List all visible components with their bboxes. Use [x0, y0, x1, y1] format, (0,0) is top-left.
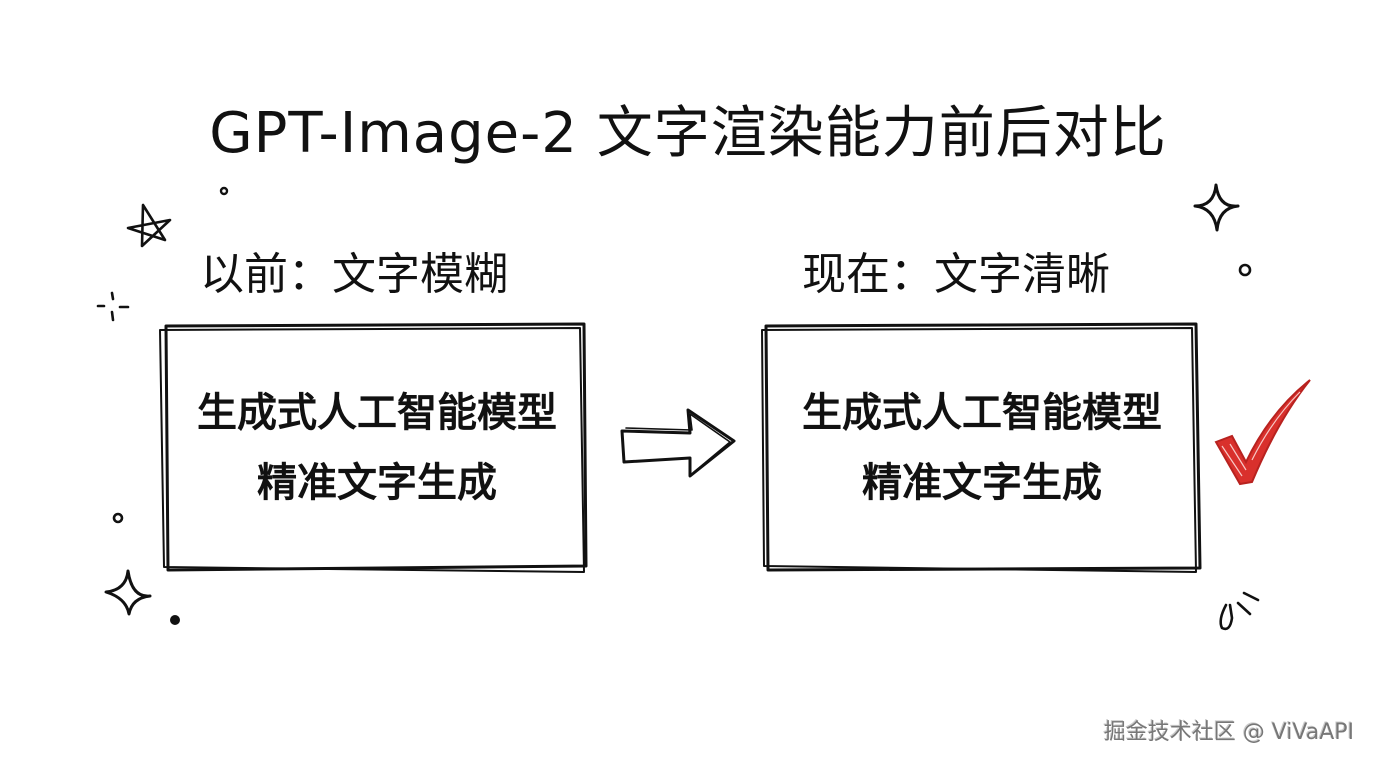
before-line-1: 生成式人工智能模型 — [197, 390, 557, 436]
motion-lines-icon — [1219, 591, 1260, 631]
before-line-2: 精准文字生成 — [257, 460, 497, 506]
after-box-text: 生成式人工智能模型 精准文字生成 — [768, 378, 1196, 518]
dot-icon — [219, 186, 229, 196]
star-icon — [126, 203, 172, 248]
page-title: GPT-Image-2 文字渲染能力前后对比 — [209, 101, 1167, 166]
dot-icon — [170, 615, 180, 625]
sparkle-icon — [1193, 183, 1240, 232]
sparkle-icon — [104, 569, 152, 616]
checkmark-icon — [1214, 379, 1311, 486]
circle-icon — [112, 512, 124, 524]
before-box-text: 生成式人工智能模型 精准文字生成 — [170, 378, 584, 518]
circle-icon — [1238, 263, 1252, 277]
after-label: 现在：文字清晰 — [802, 249, 1110, 300]
before-label: 以前：文字模糊 — [200, 249, 508, 300]
after-line-1: 生成式人工智能模型 — [802, 390, 1162, 436]
after-box — [761, 322, 1202, 573]
sparkle-icon — [96, 291, 130, 322]
before-box — [159, 322, 588, 573]
right-arrow-icon — [620, 408, 736, 478]
after-line-2: 精准文字生成 — [862, 460, 1102, 506]
watermark: 掘金技术社区 @ ViVaAPI — [1103, 720, 1354, 745]
